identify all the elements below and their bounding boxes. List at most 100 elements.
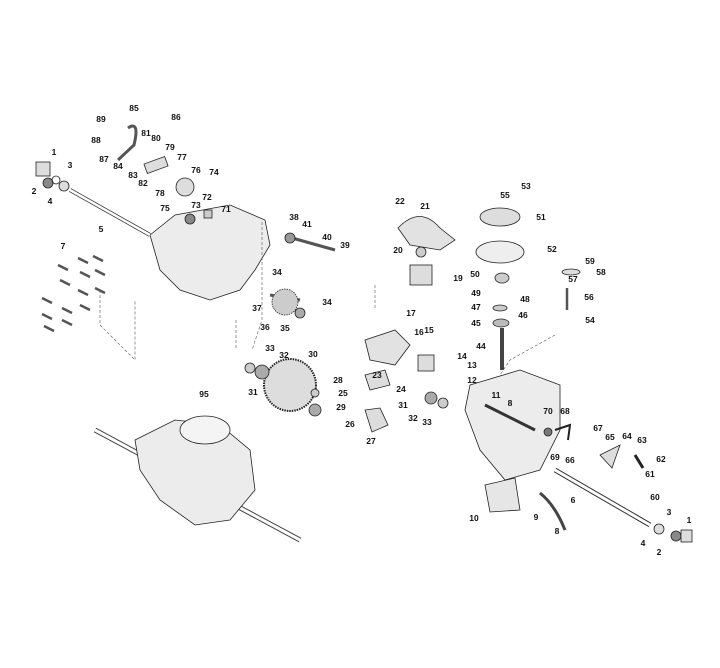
part-label: 41 (302, 218, 312, 229)
part-label: 65 (605, 431, 615, 442)
part-label: 31 (398, 399, 408, 410)
part-label: 49 (471, 287, 481, 298)
part-label: 36 (260, 321, 270, 332)
part-label: 59 (585, 255, 595, 266)
gear-29 (308, 403, 322, 417)
upper-left-housing (149, 204, 271, 301)
part-label: 77 (177, 151, 187, 162)
part-label: 5 (98, 223, 104, 234)
part-label: 17 (406, 307, 416, 318)
part-label: 47 (471, 301, 481, 312)
part-label: 32 (279, 349, 289, 360)
leader-lines (99, 222, 556, 376)
part-label: 74 (209, 166, 219, 177)
part-label: 89 (96, 113, 106, 124)
lever-58 (561, 268, 581, 276)
part-label: 14 (457, 350, 467, 361)
part-label: 4 (640, 537, 646, 548)
part-label: 12 (467, 374, 477, 385)
part-label: 88 (91, 134, 101, 145)
part-label: 31 (248, 386, 258, 397)
part-label: 7 (60, 240, 66, 251)
part-label: 3 (666, 506, 672, 517)
part-label: 33 (265, 342, 275, 353)
hub-50 (494, 272, 510, 284)
part-label: 38 (289, 211, 299, 222)
gear-28 (310, 388, 320, 398)
cylinder-14 (417, 354, 435, 372)
fan-52 (475, 240, 525, 264)
part-label: 83 (128, 169, 138, 180)
part-label: 53 (521, 180, 531, 191)
seal-70 (543, 427, 553, 437)
ring-20 (415, 246, 427, 258)
part-label: 64 (622, 430, 632, 441)
part-label: 70 (543, 405, 553, 416)
assembled-fan (179, 415, 231, 445)
part-label: 37 (252, 302, 262, 313)
part-label: 27 (366, 435, 376, 446)
bolts-7 (41, 254, 106, 333)
part-label: 21 (420, 200, 430, 211)
bushing-4b (653, 523, 665, 535)
part-label: 60 (650, 491, 660, 502)
lever-68 (554, 423, 572, 441)
gear-41 (284, 232, 296, 244)
part-label: 55 (500, 189, 510, 200)
seal-2 (42, 177, 54, 189)
plug-72 (203, 209, 213, 219)
cover-10 (484, 477, 521, 513)
part-label: 84 (113, 160, 123, 171)
part-label: 63 (637, 434, 647, 445)
pump-block-17 (364, 329, 411, 366)
part-label: 82 (138, 177, 148, 188)
lever-64 (599, 444, 621, 469)
spring-62 (633, 454, 645, 469)
part-label: 16 (414, 326, 424, 337)
part-label: 19 (453, 272, 463, 283)
part-label: 78 (155, 187, 165, 198)
part-label: 95 (199, 388, 209, 399)
part-label: 71 (221, 203, 231, 214)
part-label: 62 (656, 453, 666, 464)
part-label: 10 (469, 512, 479, 523)
part-label: 15 (424, 324, 434, 335)
part-label: 81 (141, 127, 151, 138)
gear-32a (254, 364, 270, 380)
part-label: 46 (518, 309, 528, 320)
part-label: 52 (547, 243, 557, 254)
part-label: 28 (333, 374, 343, 385)
part-label: 24 (396, 383, 406, 394)
part-label: 80 (151, 132, 161, 143)
part-label: 11 (491, 389, 501, 400)
fork-23 (364, 369, 391, 391)
ring-3 (51, 175, 61, 185)
bearing-45 (492, 318, 510, 328)
gear-33a (244, 362, 256, 374)
part-label: 57 (568, 273, 578, 284)
part-label: 54 (585, 314, 595, 325)
lower-right-housing (464, 369, 561, 481)
seal-73 (184, 213, 196, 225)
part-label: 8 (554, 525, 560, 536)
part-label: 13 (467, 359, 477, 370)
part-label: 23 (372, 369, 382, 380)
gear-32b (424, 391, 438, 405)
part-label: 73 (191, 199, 201, 210)
part-label: 9 (533, 511, 539, 522)
part-label: 2 (656, 546, 662, 557)
part-label: 79 (165, 141, 175, 152)
part-label: 22 (395, 195, 405, 206)
part-label: 76 (191, 164, 201, 175)
part-label: 66 (565, 454, 575, 465)
part-label: 68 (560, 405, 570, 416)
bracket-1b (680, 529, 693, 543)
part-label: 8 (507, 397, 513, 408)
part-label: 85 (129, 102, 139, 113)
part-label: 67 (593, 422, 603, 433)
part-label: 51 (536, 211, 546, 222)
part-label: 34 (272, 266, 282, 277)
part-label: 61 (645, 468, 655, 479)
